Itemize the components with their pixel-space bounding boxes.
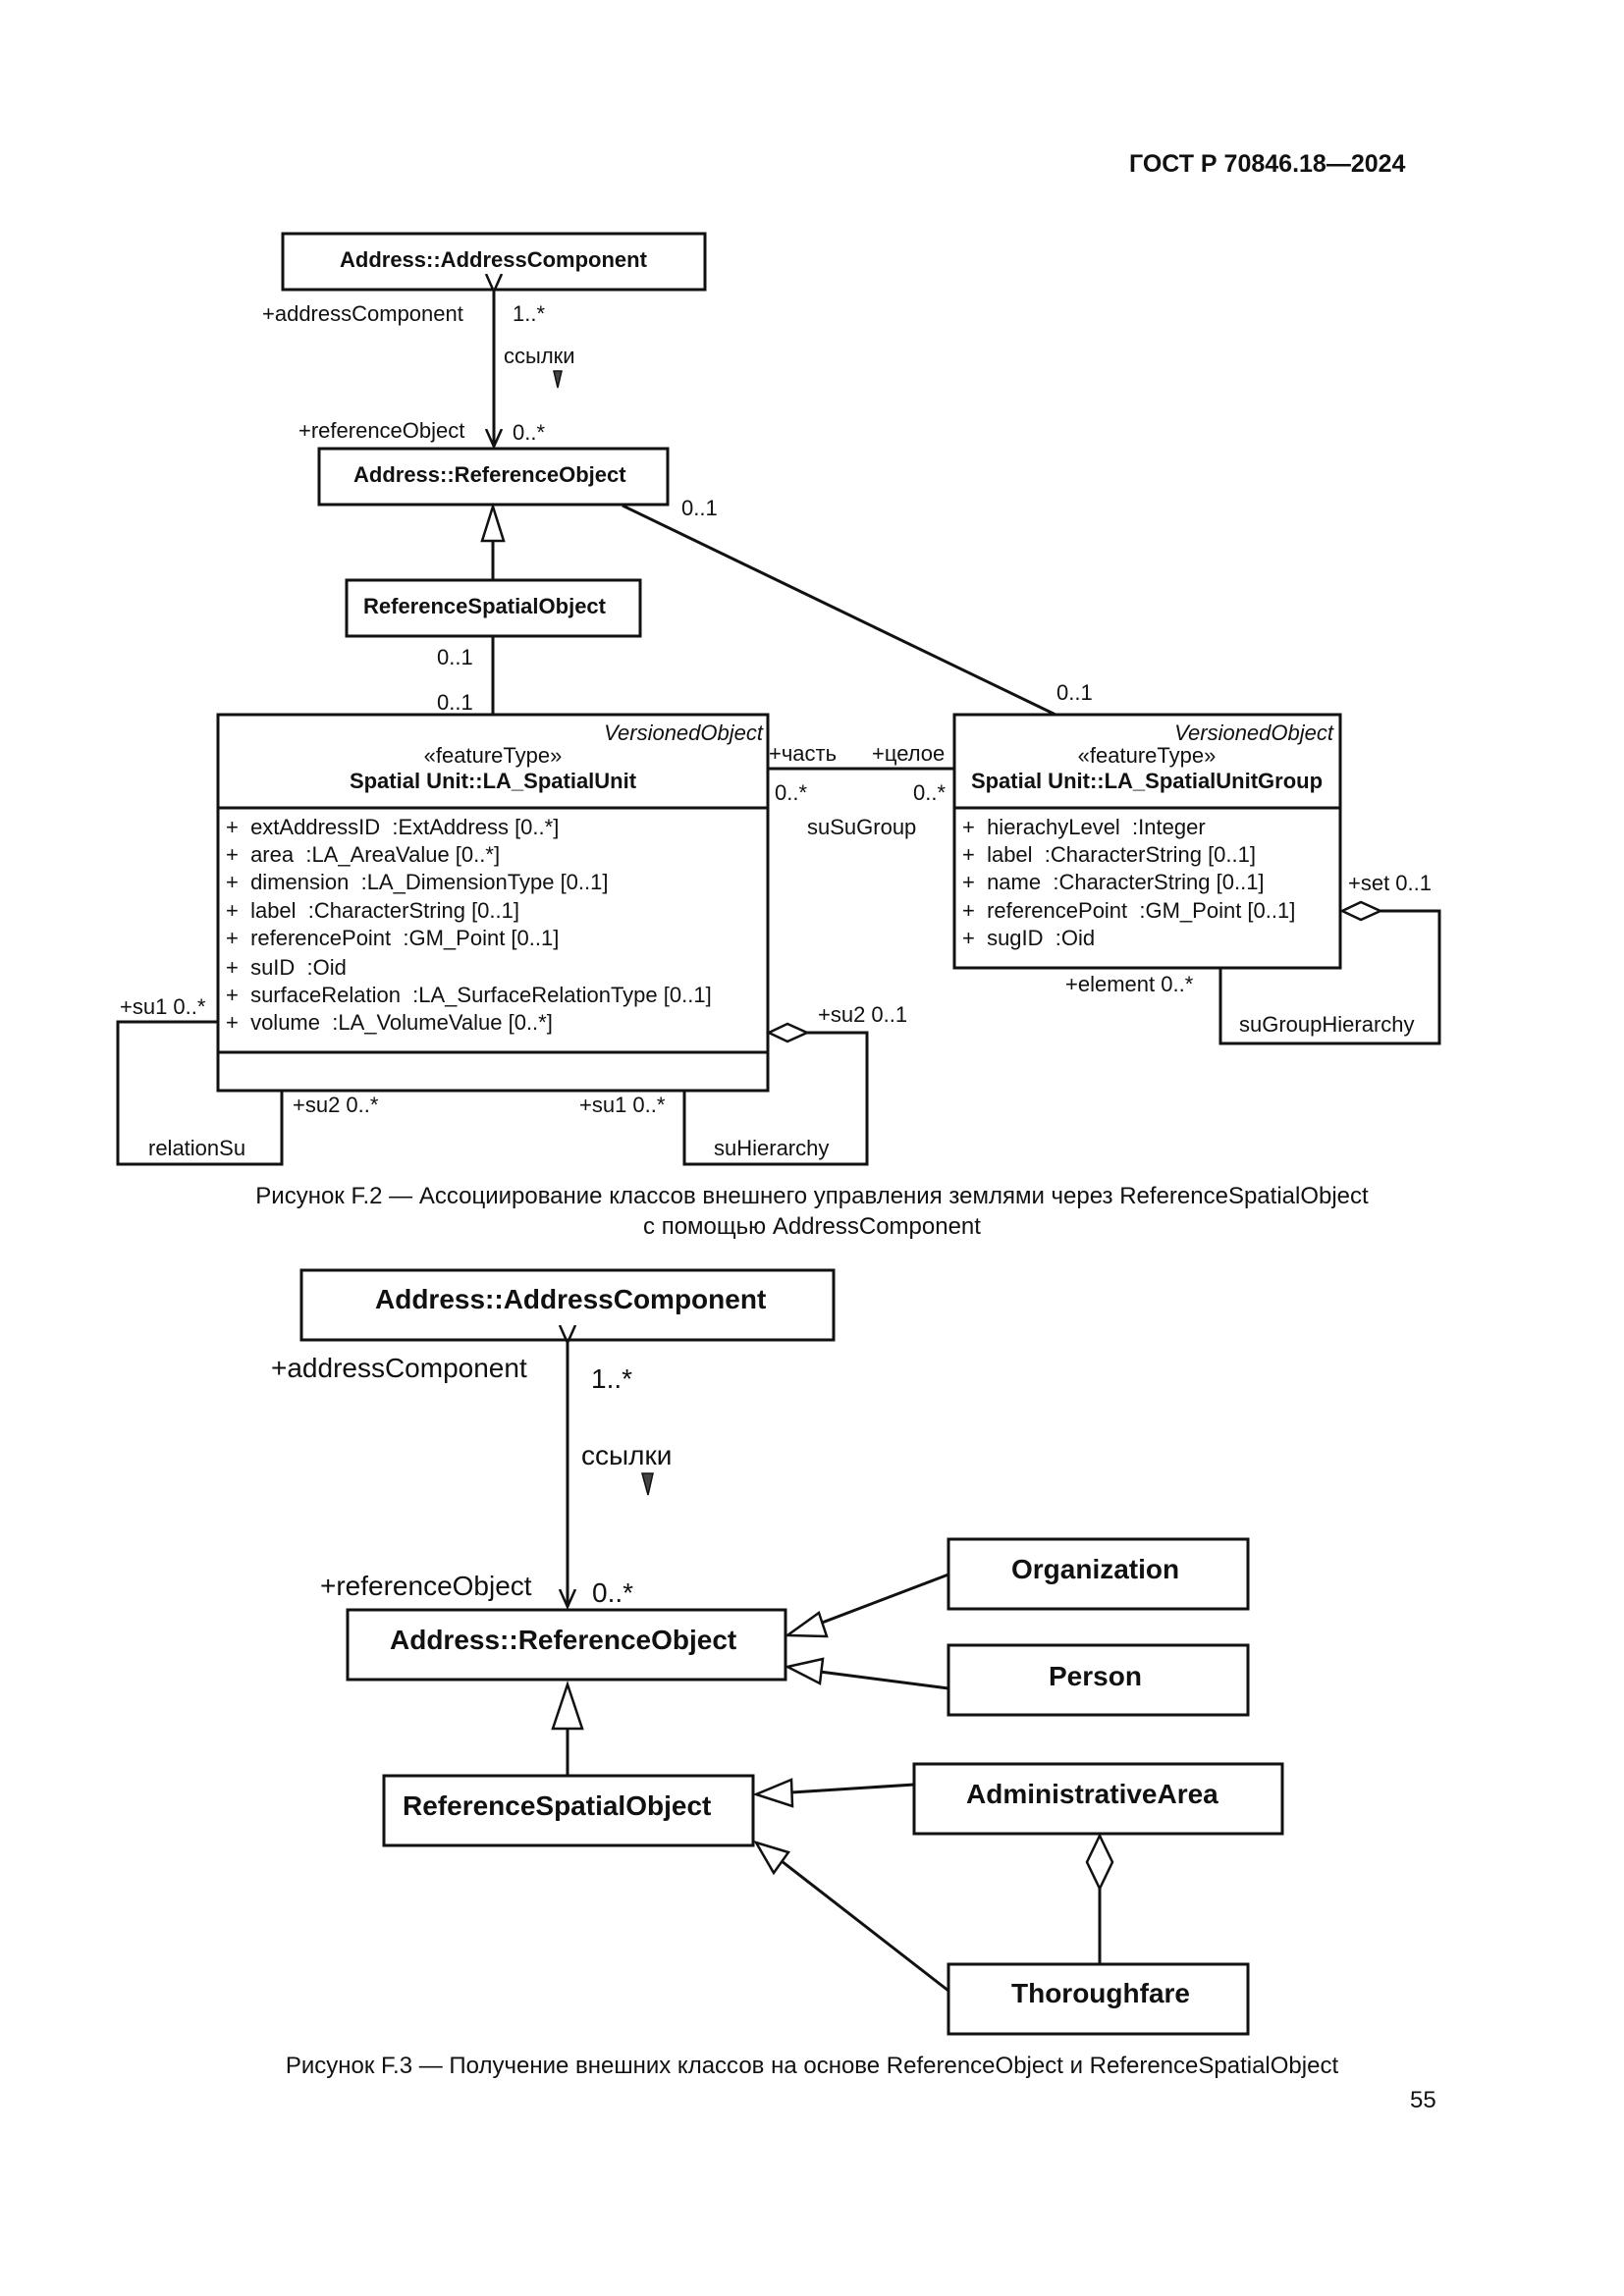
assoc-sugrouphierarchy-line (1218, 909, 1441, 1045)
role-address-component: +addressComponent (262, 301, 463, 326)
mult-address-component: 1..* (513, 301, 545, 326)
generalization-arrow-icon (480, 502, 506, 543)
attribute: + name :CharacterString [0..1] (962, 870, 1265, 894)
assoc-relationsu-line (116, 1020, 284, 1166)
assoc-links-label: ссылки (581, 1440, 672, 1470)
role-reference-object: +referenceObject (298, 418, 464, 443)
spatial-unit-group-stereotype: «featureType» (1078, 743, 1217, 768)
assoc-suhierarchy-line (682, 1031, 869, 1166)
role-reference-object: +referenceObject (320, 1571, 532, 1601)
assoc-suhierarchy-label: suHierarchy (714, 1136, 829, 1160)
class-reference-spatial-object-name: ReferenceSpatialObject (403, 1790, 711, 1821)
mult-reference-object: 0..* (592, 1577, 633, 1608)
generalization-arrow-icon (784, 1657, 825, 1685)
mult-part: 0..* (775, 780, 807, 805)
role-whole: +целое (872, 741, 945, 766)
assoc-sugrouphierarchy-label: suGroupHierarchy (1239, 1012, 1415, 1037)
role-su1-bottom: +su1 0..* (579, 1093, 666, 1117)
figure-f2-caption-line2: с помощью AddressComponent (643, 1213, 981, 1240)
class-organization-name: Organization (1011, 1554, 1179, 1584)
attribute: + label :CharacterString [0..1] (226, 898, 519, 923)
assoc-links-label: ссылки (504, 344, 575, 368)
spatial-unit-stereotype: «featureType» (424, 743, 563, 768)
page-number: 55 (1410, 2087, 1436, 2113)
document-id: ГОСТ Р 70846.18—2024 (1129, 150, 1406, 178)
mult-su-top: 0..1 (437, 690, 473, 715)
spatial-unit-group-parent: VersionedObject (1174, 721, 1334, 745)
attribute: + referencePoint :GM_Point [0..1] (226, 926, 559, 950)
attribute: + sugID :Oid (962, 926, 1095, 950)
attribute: + surfaceRelation :LA_SurfaceRelationTyp… (226, 983, 712, 1007)
generalization-line (781, 1859, 949, 1993)
generalization-arrow-icon (784, 1610, 829, 1638)
attribute: + volume :LA_VolumeValue [0..*] (226, 1010, 553, 1035)
figure-f2-caption: Рисунок F.2 — Ассоциирование классов вне… (0, 1181, 1624, 1242)
assoc-ro-group-line (622, 504, 1056, 717)
spatial-unit-parent: VersionedObject (604, 721, 764, 745)
attribute: + area :LA_AreaValue [0..*] (226, 842, 500, 867)
attribute: + dimension :LA_DimensionType [0..1] (226, 870, 609, 894)
class-thoroughfare (947, 1962, 1250, 2036)
class-address-component-name: Address::AddressComponent (340, 247, 648, 272)
figure-f3: Address::AddressComponent Address::Refer… (271, 1268, 1284, 2036)
class-administrative-area (912, 1762, 1284, 1836)
role-element: +element 0..* (1065, 972, 1194, 996)
role-set: +set 0..1 (1348, 871, 1432, 895)
spatial-unit-name: Spatial Unit::LA_SpatialUnit (350, 769, 637, 793)
attribute: + extAddressID :ExtAddress [0..*] (226, 815, 559, 839)
mult-address-component: 1..* (591, 1363, 632, 1394)
mult-whole: 0..* (913, 780, 946, 805)
class-spatial-unit-group (952, 713, 1342, 970)
class-person (947, 1643, 1250, 1717)
aggregation-diamond-icon (766, 1022, 811, 1043)
class-address-component-name: Address::AddressComponent (375, 1284, 766, 1314)
attribute: + suID :Oid (226, 955, 347, 980)
figure-f2-caption-line1: Рисунок F.2 — Ассоциирование классов вне… (255, 1183, 1369, 1209)
class-person-name: Person (1049, 1661, 1142, 1691)
generalization-line (816, 1573, 949, 1627)
mult-group-top: 0..1 (1056, 680, 1093, 705)
generalization-arrow-icon (752, 1778, 794, 1808)
mult-ro-group: 0..1 (681, 496, 718, 520)
attribute: + hierachyLevel :Integer (962, 815, 1206, 839)
generalization-arrow-icon (551, 1681, 584, 1731)
generalization-line (790, 1783, 915, 1794)
class-thoroughfare-name: Thoroughfare (1011, 1978, 1190, 2008)
class-reference-spatial-object-name: ReferenceSpatialObject (363, 594, 607, 618)
generalization-line (819, 1670, 949, 1690)
attribute: + label :CharacterString [0..1] (962, 842, 1256, 867)
class-spatial-unit (216, 713, 770, 1093)
assoc-relationsu-label: relationSu (148, 1136, 245, 1160)
class-administrative-area-name: AdministrativeArea (966, 1779, 1218, 1809)
class-reference-spatial-object (382, 1774, 755, 1847)
class-organization (947, 1537, 1250, 1611)
role-part: +часть (769, 741, 837, 766)
attribute: + referencePoint :GM_Point [0..1] (962, 898, 1295, 923)
role-address-component: +addressComponent (271, 1353, 527, 1383)
direction-triangle-icon (553, 370, 563, 389)
assoc-susugroup-label: suSuGroup (807, 815, 916, 839)
role-su2-right: +su2 0..1 (818, 1002, 907, 1027)
direction-triangle-icon (641, 1472, 654, 1496)
figure-f3-caption: Рисунок F.3 — Получение внешних классов … (285, 2053, 1339, 2079)
mult-reference-object: 0..* (513, 420, 545, 445)
generalization-arrow-icon (753, 1840, 791, 1876)
role-su1-left: +su1 0..* (120, 994, 206, 1019)
aggregation-diamond-icon (1085, 1833, 1114, 1892)
mult-rso-bottom: 0..1 (437, 645, 473, 669)
aggregation-diamond-icon (1339, 900, 1384, 922)
class-reference-object (346, 1608, 787, 1682)
spatial-unit-group-name: Spatial Unit::LA_SpatialUnitGroup (971, 769, 1323, 793)
class-reference-object-name: Address::ReferenceObject (390, 1625, 736, 1655)
class-reference-object-name: Address::ReferenceObject (353, 462, 626, 487)
figure-f2: Address::AddressComponent Address::Refer… (116, 232, 1441, 1166)
role-su2-bottom: +su2 0..* (293, 1093, 379, 1117)
class-reference-object (317, 447, 670, 507)
